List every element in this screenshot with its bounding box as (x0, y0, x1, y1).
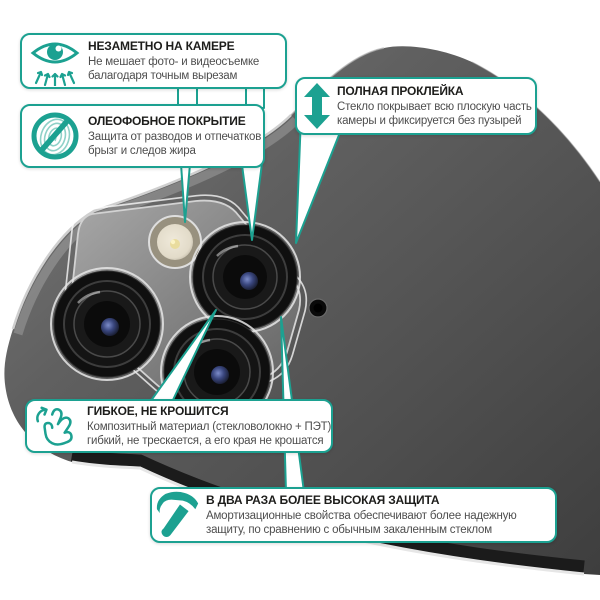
flash-led (148, 215, 202, 269)
callout-text-line: защиту, по сравнению с обычным закаленны… (206, 524, 492, 536)
camera-lens-bottom (160, 315, 274, 429)
callout-flexible: ГИБКОЕ, НЕ КРОШИТСЯ Композитный материал… (25, 399, 333, 453)
callout-text-line: Стекло покрывает всю плоскую часть (337, 101, 532, 113)
callout-title: ГИБКОЕ, НЕ КРОШИТСЯ (87, 404, 229, 418)
camera-lens-left (50, 267, 164, 381)
callout-text-line: Защита от разводов и отпечатков (88, 131, 262, 143)
flex-hand-icon (27, 403, 87, 449)
callout-text-line: Амортизационные свойства обеспечивают бо… (206, 510, 517, 522)
callout-double-protection: В ДВА РАЗА БОЛЕЕ ВЫСОКАЯ ЗАЩИТА Амортиза… (150, 487, 557, 543)
full-glue-arrows-icon (297, 83, 337, 129)
callout-title: В ДВА РАЗА БОЛЕЕ ВЫСОКАЯ ЗАЩИТА (206, 493, 440, 507)
phone-shoulder-rim (471, 61, 600, 183)
microphone-hole (308, 298, 328, 318)
callout-title: ОЛЕОФОБНОЕ ПОКРЫТИЕ (88, 114, 246, 128)
hammer-icon (152, 490, 206, 540)
callout-text-line: гибкий, не трескается, а его края не кро… (87, 435, 324, 447)
no-fingerprint-icon (22, 110, 88, 162)
callout-title: ПОЛНАЯ ПРОКЛЕЙКА (337, 84, 464, 98)
callout-text-line: Композитный материал (стекловолокно + ПЭ… (87, 421, 332, 433)
callout-oleophobic-coating: ОЛЕОФОБНОЕ ПОКРЫТИЕ Защита от разводов и… (20, 104, 265, 168)
callout-text-line: балагодаря точным вырезам (88, 70, 238, 82)
callout-text-line: брызг и следов жира (88, 145, 196, 157)
callout-invisible-on-camera: НЕЗАМЕТНО НА КАМЕРЕ Не мешает фото- и ви… (20, 33, 287, 89)
eye-icon (22, 36, 88, 86)
callout-title: НЕЗАМЕТНО НА КАМЕРЕ (88, 39, 235, 53)
callout-full-adhesive: ПОЛНАЯ ПРОКЛЕЙКА Стекло покрывает всю пл… (295, 77, 537, 135)
callout-text-line: камеры и фиксируется без пузырей (337, 115, 522, 127)
callout-text-line: Не мешает фото- и видеосъемке (88, 56, 260, 68)
camera-lens-top (189, 221, 301, 333)
